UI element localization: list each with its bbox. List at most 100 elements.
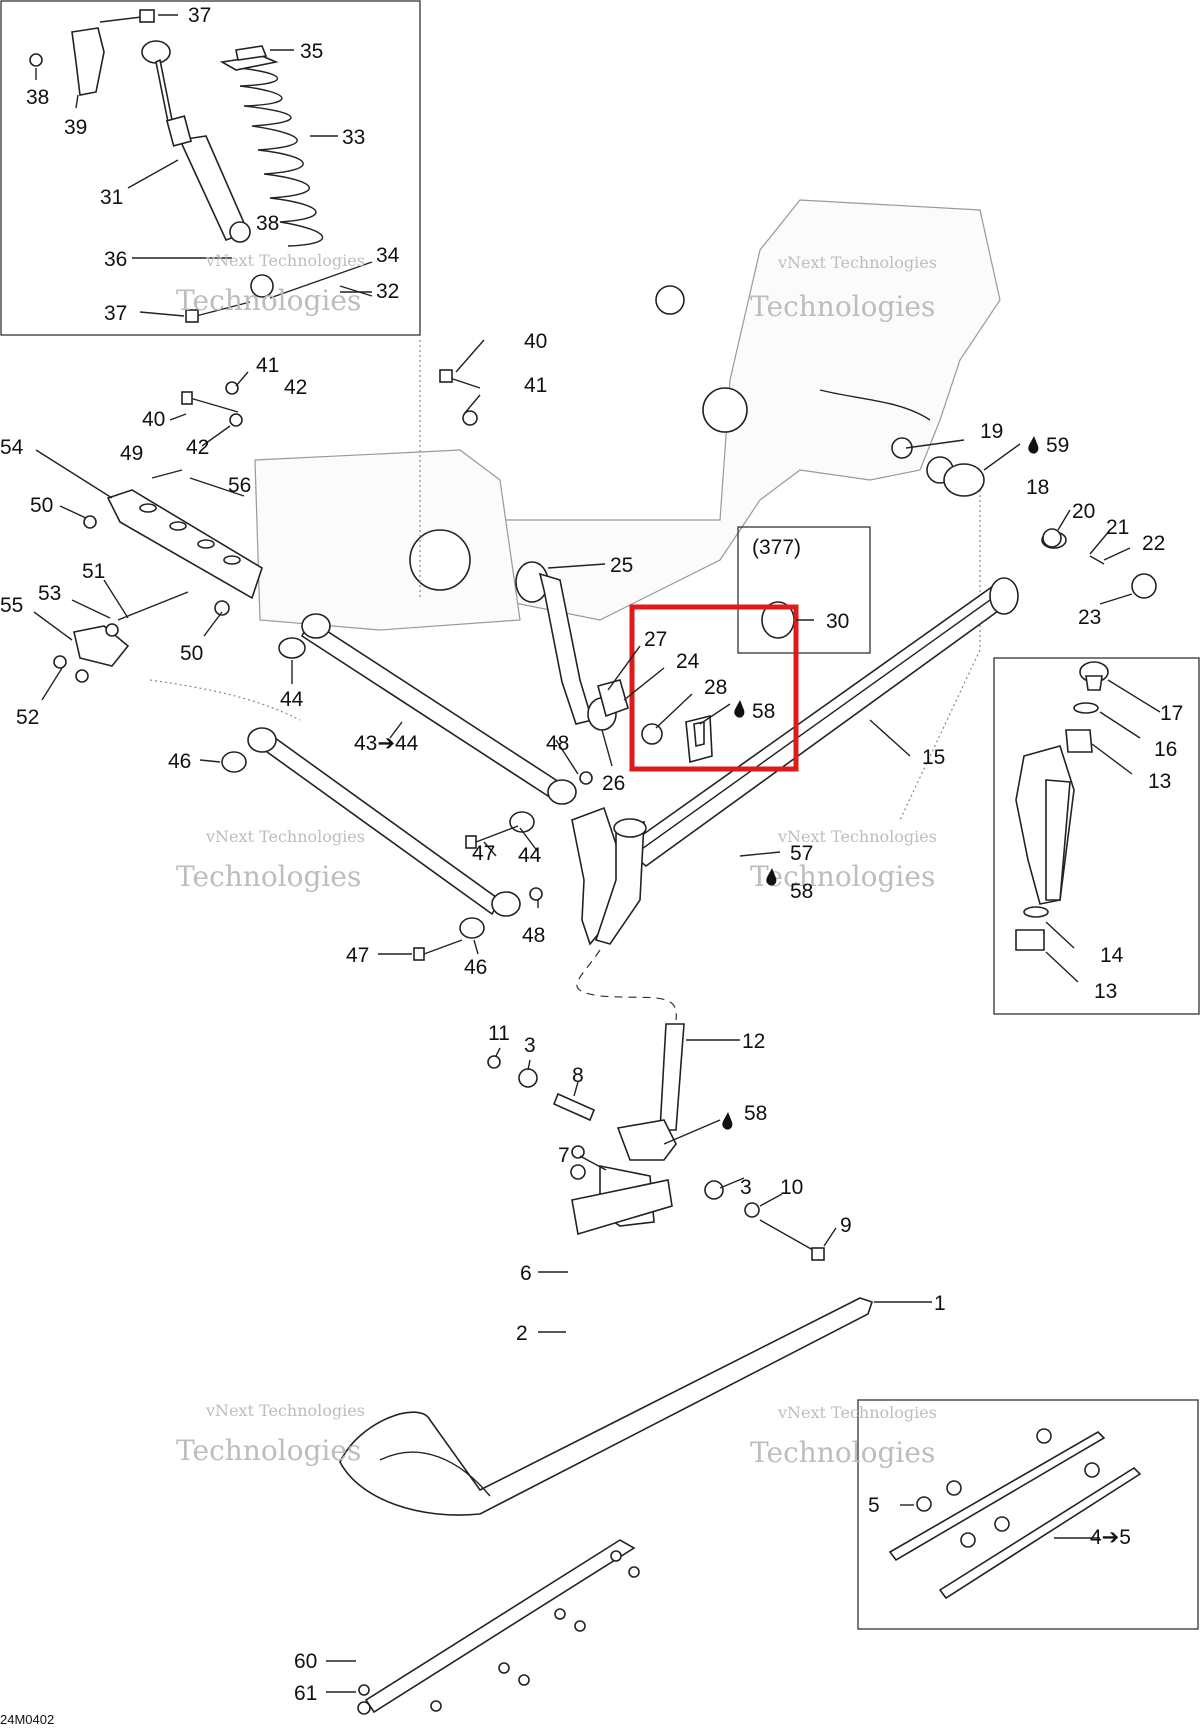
part-callout: 43➔44 [354,732,419,755]
part-callout: 12 [742,1030,765,1053]
part-callout: 9 [840,1214,852,1237]
part-callout: 40 [142,408,165,431]
part-callout: 13 [1094,980,1117,1003]
bracket-55 [53,591,301,721]
ski-1 [339,1145,874,1715]
part-callout: 41 [524,374,547,397]
part-callout: 46 [464,956,487,979]
part-callout: 18 [1026,476,1049,499]
watermark-line1: vNext Technologies [777,1403,937,1422]
part-callout: 31 [100,186,123,209]
right-bearing-parts [891,437,1157,599]
highlight-box [629,604,799,772]
part-callout: 52 [16,706,39,729]
part-callout: 61 [294,1682,317,1705]
part-callout: 57 [790,842,813,865]
watermark-line1: vNext Technologies [205,1401,365,1420]
part-callout: 32 [376,280,399,303]
part-callout: 13 [1148,770,1171,793]
part-callout: 54 [0,436,24,459]
watermark-line2: Technologies [750,860,935,893]
shock-absorber-drawing [29,9,373,323]
watermark-line1: vNext Technologies [777,253,937,272]
part-callout: 53 [38,582,61,605]
part-callout: 49 [120,442,143,465]
runners-drawing [888,1428,1142,1600]
watermark-line2: Technologies [176,1434,361,1467]
watermark-line2: Technologies [176,284,361,317]
part-callout: 26 [602,772,625,795]
watermark-line1: vNext Technologies [205,827,365,846]
shock-inset-frame [0,0,421,336]
radius-rods [221,613,593,961]
spindle-housing [571,806,647,946]
highlighted-parts [597,679,713,764]
part-callout: 7 [558,1144,570,1167]
part-callout: 2 [516,1322,528,1345]
part-callout: 35 [300,40,323,63]
part-callout: 46 [168,750,191,773]
part-callout: 6 [520,1262,532,1285]
spindle-inset-frame [993,657,1200,1015]
watermark-line2: Technologies [176,860,361,893]
bracket-54 [83,469,263,616]
part-callout: 44 [518,844,542,867]
part-callout: 40 [524,330,547,353]
part-callout: 41 [256,354,279,377]
part-callout: 44 [280,688,304,711]
part-callout: 28 [704,676,727,699]
part-callout: 58 [744,1102,767,1125]
part-callout: 19 [980,420,1003,443]
spindle-inset-drawing [1015,661,1109,951]
part-callout: 50 [30,494,53,517]
watermark-line1: vNext Technologies [777,827,937,846]
part-callout: 10 [780,1176,803,1199]
part-callout: 3 [740,1176,752,1199]
connection-dashed [576,949,677,1021]
part-callout: 48 [522,924,545,947]
part-callout: 5 [868,1494,880,1517]
part-callout: 47 [346,944,369,967]
watermark-line1: vNext Technologies [205,251,365,270]
part-callout: 38 [26,86,49,109]
part-callout: 14 [1100,944,1124,967]
part-callout: 15 [922,746,945,769]
part-callout: 1 [934,1292,946,1315]
part-callout: 42 [284,376,307,399]
part-callout: 16 [1154,738,1177,761]
watermarks: vNext Technologies Technologies vNext Te… [176,251,937,1469]
part-callout: 33 [342,126,365,149]
part-callout: 39 [64,116,87,139]
part-callout: 58 [752,700,775,723]
part-callout: 11 [488,1022,510,1045]
part-callout: 42 [186,436,209,459]
part-callout: 25 [610,554,633,577]
drawing-code: 24M0402 [0,1712,54,1727]
part-callout: 8 [572,1064,584,1087]
part-callout: 56 [228,474,251,497]
chassis-frame [254,199,1001,821]
part-callout: 47 [472,842,495,865]
part-callout: 36 [104,248,127,271]
runner-inset-frame [857,1399,1199,1630]
crossbar-15 [622,577,1019,868]
shock-leader-lines [35,14,373,317]
part-callout: 37 [104,302,127,325]
part-callout: 34 [376,244,400,267]
callout-labels: 37 38 39 35 33 31 38 36 34 32 37 40 41 4… [0,4,1183,1705]
ski-screws [358,1550,640,1712]
spindle-assembly [487,1023,825,1261]
watermark-line2: Technologies [750,290,935,323]
front-mount-hardware [181,369,481,427]
part-callout: 58 [790,880,813,903]
part-callout: 48 [546,732,569,755]
part-callout: 50 [180,642,203,665]
part-callout: 23 [1078,606,1101,629]
part-callout: 38 [256,212,279,235]
part-callout: 20 [1072,500,1095,523]
ref-377-box [737,526,871,654]
lubricant-drop-icon [722,436,1039,1130]
part-callout: 60 [294,1650,317,1673]
part-callout: 21 [1106,516,1129,539]
